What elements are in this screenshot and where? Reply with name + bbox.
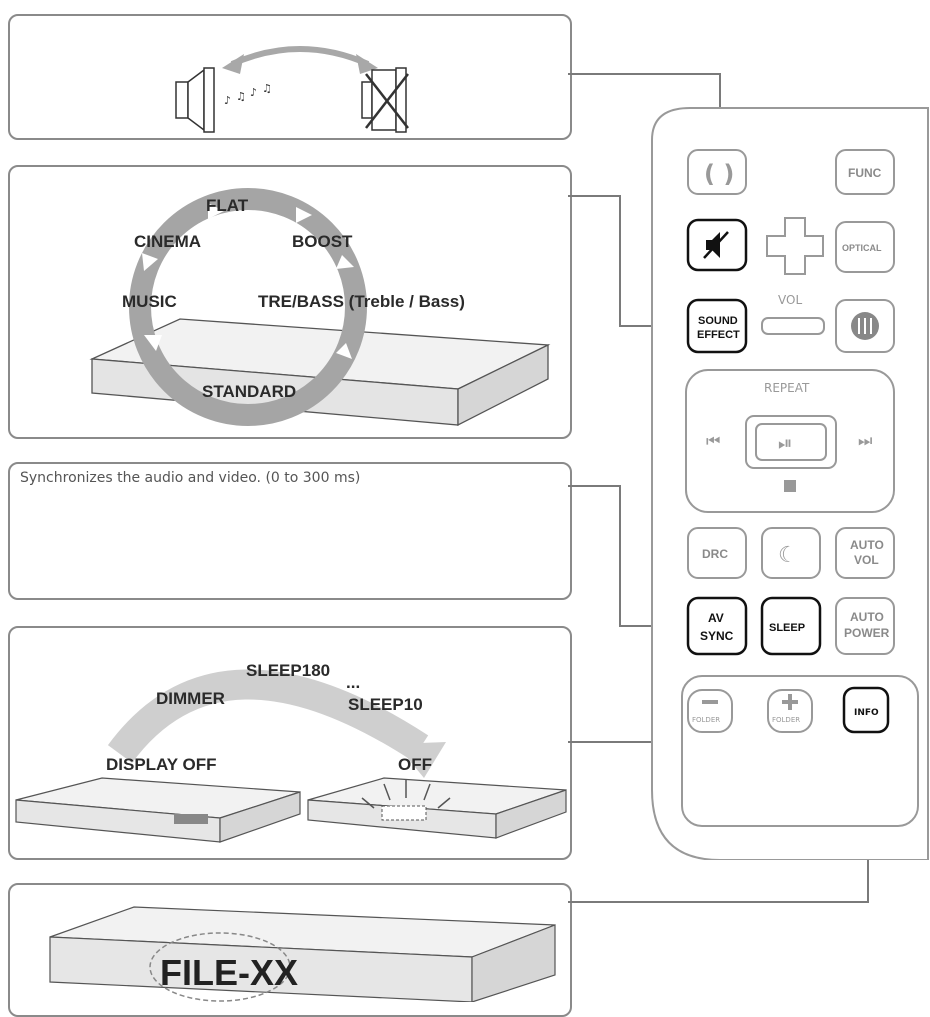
sound-effect-panel: FLAT BOOST CINEMA MUSIC TRE/BASS (Treble… xyxy=(8,165,572,439)
toggle-arrow xyxy=(230,46,370,67)
folder-plus-label: FOLDER xyxy=(772,716,800,724)
drc-label: DRC xyxy=(702,547,728,561)
dimmer-label: DIMMER xyxy=(156,689,225,708)
soundbar-display-off xyxy=(15,777,301,843)
file-display-text: FILE-XX xyxy=(160,952,298,993)
info-button[interactable]: INFO xyxy=(842,686,890,734)
sleep-arrow-head xyxy=(396,742,446,778)
display-off-label: DISPLAY OFF xyxy=(106,755,217,774)
func-label: FUNC xyxy=(848,166,882,180)
info-panel: FILE-XX xyxy=(8,883,572,1017)
cycle-arrow-heads xyxy=(142,203,354,359)
remote-control: ( ) FUNC OPTICAL VOL SOUND EFFECT REPEAT… xyxy=(651,107,929,860)
av-sync-label-line1: AV xyxy=(708,611,724,625)
volume-up-button[interactable] xyxy=(766,217,824,275)
optical-label: OPTICAL xyxy=(842,243,882,253)
info-illustration: FILE-XX xyxy=(49,906,556,1003)
mute-illustration: ♪ ♫ ♪ ♫ xyxy=(175,46,409,133)
mode-cinema: CINEMA xyxy=(134,232,201,251)
av-sync-description: Synchronizes the audio and video. (0 to … xyxy=(20,470,361,486)
svg-text:♫: ♫ xyxy=(262,82,272,95)
sleep-panel: SLEEP180 ... DIMMER SLEEP10 DISPLAY OFF … xyxy=(8,626,572,860)
sleep-illustration: SLEEP180 ... DIMMER SLEEP10 DISPLAY OFF … xyxy=(15,661,567,843)
auto-vol-label-line2: VOL xyxy=(854,553,879,567)
sleep-label: SLEEP xyxy=(769,622,805,634)
av-sync-button[interactable]: AV SYNC xyxy=(686,596,748,656)
av-sync-panel xyxy=(8,462,572,600)
optical-button[interactable]: OPTICAL xyxy=(835,221,895,273)
volume-down-button[interactable] xyxy=(761,317,825,335)
night-mode-button[interactable]: ☾ xyxy=(761,527,821,579)
svg-text:♪: ♪ xyxy=(224,94,231,107)
next-track-icon[interactable]: ⏭ xyxy=(858,431,872,450)
mode-standard: STANDARD xyxy=(202,382,296,401)
equalizer-icon xyxy=(858,318,872,334)
sound-effect-illustration: FLAT BOOST CINEMA MUSIC TRE/BASS (Treble… xyxy=(89,188,551,427)
av-sync-label-line2: SYNC xyxy=(700,629,734,643)
vol-label: VOL xyxy=(778,293,802,307)
auto-power-label-line2: POWER xyxy=(844,626,890,640)
sound-effect-button[interactable]: SOUND EFFECT xyxy=(686,298,748,354)
mute-icon xyxy=(706,232,720,258)
mode-boost: BOOST xyxy=(292,232,353,251)
power-button[interactable]: ( ) xyxy=(687,149,747,195)
speaker-on-icon xyxy=(175,67,215,133)
auto-vol-button[interactable]: AUTO VOL xyxy=(835,527,895,579)
cycle-arrow xyxy=(129,188,367,426)
svg-text:♫: ♫ xyxy=(236,90,246,103)
folder-plus-button[interactable]: FOLDER xyxy=(767,689,813,733)
auto-power-label-line1: AUTO xyxy=(850,610,884,624)
equalizer-button[interactable] xyxy=(835,299,895,353)
off-label: OFF xyxy=(398,755,432,774)
moon-star-icon: ☾ xyxy=(778,543,798,568)
func-button[interactable]: FUNC xyxy=(835,149,895,195)
mode-flat: FLAT xyxy=(206,196,249,215)
sound-effect-label-line2: EFFECT xyxy=(697,329,740,341)
info-label: INFO xyxy=(854,708,879,718)
sleep180-label: SLEEP180 xyxy=(246,661,330,680)
mute-button[interactable] xyxy=(686,218,748,272)
toggle-arrow-left-head xyxy=(222,54,244,74)
toggle-arrow-right-head xyxy=(356,54,378,74)
speaker-muted-icon xyxy=(361,67,409,133)
folder-minus-button[interactable]: FOLDER xyxy=(687,689,733,733)
play-pause-icon: ⏯ xyxy=(778,433,792,454)
auto-power-button[interactable]: AUTO POWER xyxy=(835,597,895,655)
drc-button[interactable]: DRC xyxy=(687,527,747,579)
soundbar-file-display xyxy=(49,906,556,1003)
power-icon: ( ) xyxy=(704,160,734,188)
mode-tre-bass: TRE/BASS (Treble / Bass) xyxy=(258,292,465,311)
ellipsis-label: ... xyxy=(346,673,360,692)
auto-vol-label-line1: AUTO xyxy=(850,538,884,552)
play-pause-button[interactable]: ⏯ xyxy=(745,415,837,469)
music-notes-icon: ♪ ♫ ♪ ♫ xyxy=(224,82,272,107)
sleep10-label: SLEEP10 xyxy=(348,695,423,714)
soundbar-image xyxy=(89,318,551,427)
soundbar-display-on xyxy=(307,777,567,839)
sound-effect-label-line1: SOUND xyxy=(698,315,738,327)
sleep-arc-arrow xyxy=(107,669,429,764)
sleep-button[interactable]: SLEEP xyxy=(760,596,822,656)
folder-minus-label: FOLDER xyxy=(692,716,720,724)
previous-track-icon[interactable]: ⏮ xyxy=(706,431,720,450)
repeat-label[interactable]: REPEAT xyxy=(764,381,810,395)
stop-button[interactable] xyxy=(784,480,796,492)
svg-text:♪: ♪ xyxy=(250,86,257,99)
mode-music: MUSIC xyxy=(122,292,177,311)
mute-panel: ♪ ♫ ♪ ♫ xyxy=(8,14,572,140)
